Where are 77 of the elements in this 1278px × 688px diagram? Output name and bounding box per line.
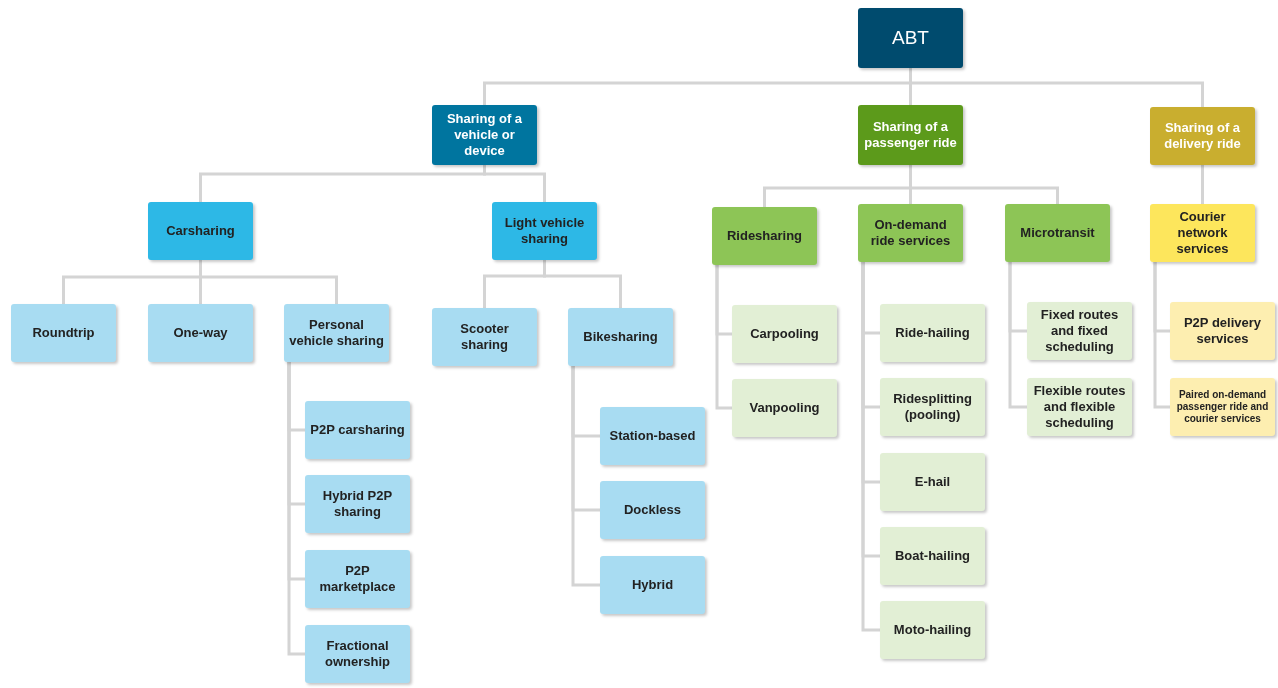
node-label: Fractional ownership — [324, 638, 391, 670]
connector-line — [1153, 262, 1170, 409]
subcategory-box — [1005, 204, 1110, 262]
connector-line — [715, 265, 732, 410]
category-box — [858, 105, 963, 165]
connector-line — [199, 260, 338, 304]
service-box — [880, 378, 985, 436]
subcategory-box — [148, 202, 253, 260]
service-box — [568, 308, 673, 366]
service-box — [1170, 302, 1275, 360]
service-box — [600, 556, 705, 614]
connector-line — [861, 262, 880, 632]
node-label: Sharing of a passenger ride — [863, 119, 958, 151]
service-box — [880, 527, 985, 585]
subcategory-box — [1150, 204, 1255, 262]
subcategory-box — [712, 207, 817, 265]
service-box — [732, 305, 837, 363]
node-label: ABT — [892, 30, 929, 46]
service-box — [11, 304, 116, 362]
node-label: On-demand ride services — [869, 217, 952, 249]
service-box — [880, 304, 985, 362]
node-label: Fixed routes and fixed scheduling — [1039, 307, 1120, 355]
service-box — [732, 379, 837, 437]
node-label: Personal vehicle sharing — [288, 317, 385, 349]
node-label: Flexible routes and flexible scheduling — [1032, 383, 1127, 431]
node-label: Ride-hailing — [895, 325, 970, 341]
node-label: P2P carsharing — [310, 422, 405, 438]
node-label: Bikesharing — [583, 329, 658, 345]
node-label: Paired on-demand passenger ride and courier services — [1175, 389, 1270, 425]
node-label: Hybrid P2P sharing — [321, 488, 394, 520]
node-label: P2P delivery services — [1182, 315, 1263, 347]
service-box — [600, 407, 705, 465]
connector-line — [1201, 165, 1204, 204]
node-label: Carpooling — [750, 326, 819, 342]
connector-line — [909, 68, 1204, 107]
node-label: Boat-hailing — [894, 548, 971, 564]
node-label: Station-based — [609, 428, 696, 444]
service-box — [284, 304, 389, 362]
node-label: One-way — [173, 325, 228, 341]
subcategory-box — [492, 202, 597, 260]
service-box — [305, 401, 410, 459]
service-box — [305, 550, 410, 608]
node-label: Vanpooling — [749, 400, 820, 416]
category-box — [1150, 107, 1255, 165]
node-label: Courier network services — [1175, 209, 1230, 257]
service-box — [880, 453, 985, 511]
connector-line — [1008, 262, 1027, 409]
connector-line — [287, 362, 305, 656]
service-box — [1170, 378, 1275, 436]
node-label: Ridesharing — [726, 228, 803, 244]
service-box — [148, 304, 253, 362]
node-label: Dockless — [623, 502, 682, 518]
connector-line — [909, 165, 1059, 204]
service-box — [432, 308, 537, 366]
connector-line — [571, 366, 600, 587]
node-label: Ridesplitting (pooling) — [892, 391, 973, 423]
node-label: Hybrid — [631, 577, 674, 593]
node-label: Carsharing — [166, 223, 235, 239]
node-label: Light vehicle sharing — [503, 215, 586, 247]
node-label: Moto-hailing — [893, 622, 972, 638]
service-box — [1027, 302, 1132, 360]
node-label: Sharing of a delivery ride — [1163, 120, 1242, 152]
category-box — [432, 105, 537, 165]
node-label: Microtransit — [1020, 225, 1095, 241]
connector-line — [543, 260, 622, 308]
service-box — [600, 481, 705, 539]
connector-line — [483, 165, 546, 202]
service-box — [880, 601, 985, 659]
node-label: E-hail — [914, 474, 951, 490]
service-box — [305, 625, 410, 683]
subcategory-box — [858, 204, 963, 262]
node-label: Roundtrip — [32, 325, 95, 341]
node-label: Sharing of a vehicle or device — [445, 111, 524, 159]
service-box — [305, 475, 410, 533]
node-label: Scooter sharing — [459, 321, 510, 353]
root-box — [858, 8, 963, 68]
node-label: P2P marketplace — [318, 563, 397, 595]
